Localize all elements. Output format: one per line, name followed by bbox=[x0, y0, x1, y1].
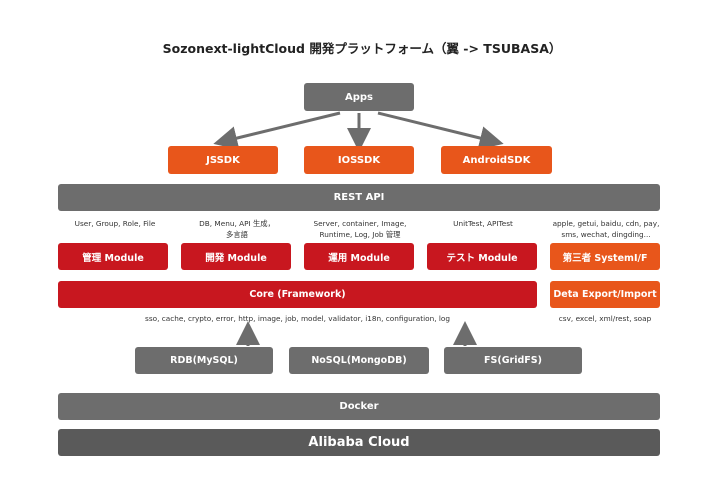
nosql-mongodb-box: NoSQL(MongoDB) bbox=[289, 347, 429, 374]
core-note: sso, cache, crypto, error, http, image, … bbox=[145, 314, 450, 323]
ops-module-box: 運用 Module bbox=[304, 243, 414, 270]
alibaba-cloud-bar: Alibaba Cloud bbox=[58, 429, 660, 456]
core-framework-bar: Core (Framework) bbox=[58, 281, 537, 308]
data-export-box: Deta Export/Import bbox=[550, 281, 660, 308]
admin-module-box: 管理 Module bbox=[58, 243, 168, 270]
thirdparty-module-box: 第三者 SystemI/F bbox=[550, 243, 660, 270]
arrow-apps-to-jssdk bbox=[213, 111, 341, 150]
androidsdk-box: AndroidSDK bbox=[441, 146, 552, 174]
module-note-ops: Server, container, Image, Runtime, Log, … bbox=[313, 219, 407, 239]
jssdk-box: JSSDK bbox=[168, 146, 278, 174]
arrow-apps-to-androidsdk bbox=[377, 111, 504, 150]
rdb-mysql-box: RDB(MySQL) bbox=[135, 347, 273, 374]
fs-gridfs-box: FS(GridFS) bbox=[444, 347, 582, 374]
docker-bar: Docker bbox=[58, 393, 660, 420]
module-note-dev: DB, Menu, API 生成， 多言語 bbox=[199, 219, 275, 239]
test-module-box: テスト Module bbox=[427, 243, 537, 270]
diagram-title: Sozonext-lightCloud 開発プラットフォーム（翼 -> TSUB… bbox=[162, 41, 562, 56]
module-note-test: UnitTest, APITest bbox=[453, 219, 513, 228]
module-note-thirdparty: apple, getui, baidu, cdn, pay, sms, wech… bbox=[552, 219, 660, 239]
apps-box: Apps bbox=[304, 83, 414, 111]
iossdk-box: IOSSDK bbox=[304, 146, 414, 174]
rest-api-bar: REST API bbox=[58, 184, 660, 211]
dev-module-box: 開発 Module bbox=[181, 243, 291, 270]
export-note: csv, excel, xml/rest, soap bbox=[558, 314, 652, 323]
module-note-admin: User, Group, Role, File bbox=[74, 219, 156, 228]
